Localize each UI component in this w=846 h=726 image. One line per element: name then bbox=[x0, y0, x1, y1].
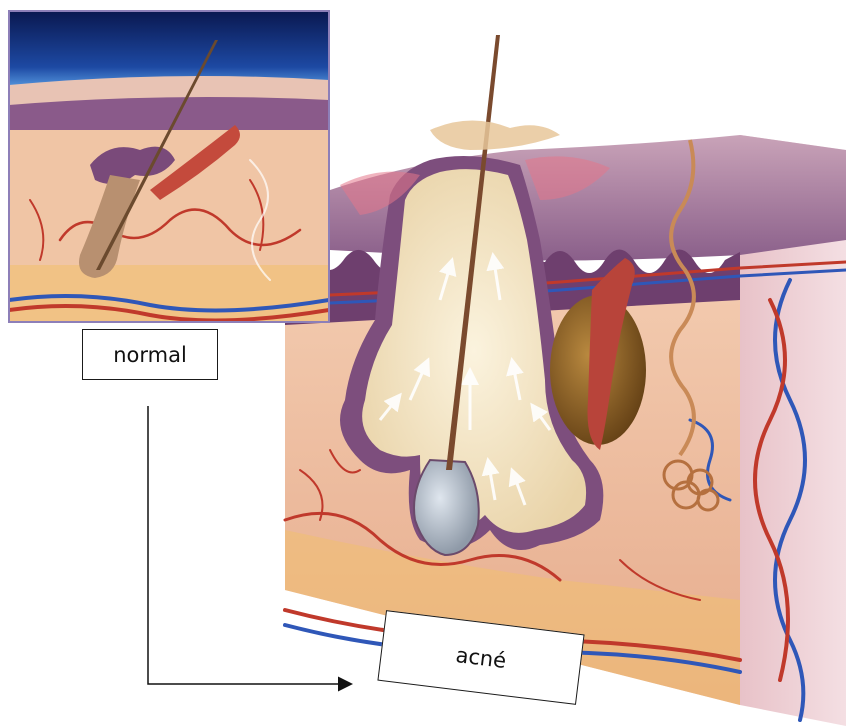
normal-skin-inset bbox=[9, 11, 329, 322]
inset-fat bbox=[9, 265, 329, 322]
label-normal-text: normal bbox=[113, 343, 187, 367]
label-normal: normal bbox=[82, 329, 218, 380]
label-acne-text: acné bbox=[454, 643, 507, 673]
surface-keratin bbox=[430, 120, 560, 150]
acne-skin-block bbox=[285, 35, 846, 726]
